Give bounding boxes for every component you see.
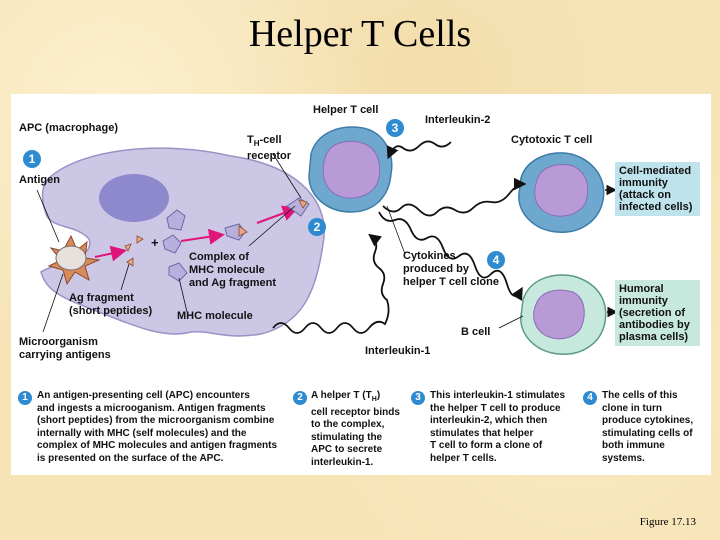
mhc-molecules: [162, 197, 310, 282]
diagram-drawing: [36, 126, 618, 355]
b-cell-nucleus: [533, 289, 585, 340]
b-cell-label: B cell: [461, 326, 491, 338]
microorganism-label: Microorganism carrying antigens: [19, 336, 111, 361]
ag-fragments: [124, 235, 144, 267]
ag-fragment-label: Ag fragment (short peptides): [69, 292, 153, 317]
step-4-text: The cells of this clone in turn produce …: [602, 390, 694, 464]
th-cell-receptor-label: TH-cell receptor: [247, 134, 292, 163]
step-badge-2: 2: [293, 391, 307, 405]
cytokine-wave-to-b-cell: [378, 211, 523, 301]
interleukin1-label: Interleukin-1: [365, 345, 431, 357]
diagram-badge-4: 4: [487, 251, 505, 269]
cytokines-label: Cytokines produced by helper T cell clon…: [403, 250, 499, 288]
helper-t-cell-label: Helper T cell: [313, 104, 379, 116]
label-leader-lines: [36, 153, 524, 333]
plus-sign: +: [151, 235, 159, 250]
diagram-badge-1: 1: [23, 150, 41, 168]
helper-t-cell-nucleus: [322, 140, 381, 199]
pink-arrow-complex: [180, 228, 225, 245]
interleukin1-wave: [272, 233, 390, 334]
figure-caption: Figure 17.13: [639, 516, 696, 528]
figure-panel: APC (macrophage) Antigen Microorganism c…: [11, 94, 711, 475]
complex-label: Complex of MHC molecule and Ag fragment: [189, 251, 276, 289]
step-badge-4: 4: [583, 391, 597, 405]
pink-arrow-ingest: [94, 245, 127, 262]
interleukin2-label: Interleukin-2: [425, 114, 491, 126]
antigen-label: Antigen: [19, 174, 60, 186]
cytotoxic-t-cell-label: Cytotoxic T cell: [511, 134, 593, 146]
slide-title: Helper T Cells: [248, 13, 472, 55]
cytotoxic-t-cell-nucleus: [534, 164, 589, 217]
diagram-badge-3: 3: [386, 119, 404, 137]
step-badge-1: 1: [18, 391, 32, 405]
step-2-text: A helper T (TH) cell receptor binds to t…: [311, 390, 400, 468]
step-badge-3: 3: [411, 391, 425, 405]
step-3-text: This interleukin-1 stimulates the helper…: [430, 390, 566, 464]
microorganism: [47, 234, 101, 286]
diagram-badge-2: 2: [308, 218, 326, 236]
interleukin2-wave: [386, 140, 452, 160]
apc-nucleus: [99, 174, 169, 222]
step-1-text: An antigen-presenting cell (APC) encount…: [37, 390, 278, 464]
mhc-molecule-label: MHC molecule: [177, 310, 253, 322]
cytokine-wave-to-cytotoxic: [382, 177, 527, 217]
cell-mediated-immunity-box: Cell-mediated immunity (attack on infect…: [615, 162, 700, 216]
humoral-immunity-box: Humoral immunity (secretion of antibodie…: [615, 280, 700, 346]
apc-label: APC (macrophage): [19, 122, 119, 134]
